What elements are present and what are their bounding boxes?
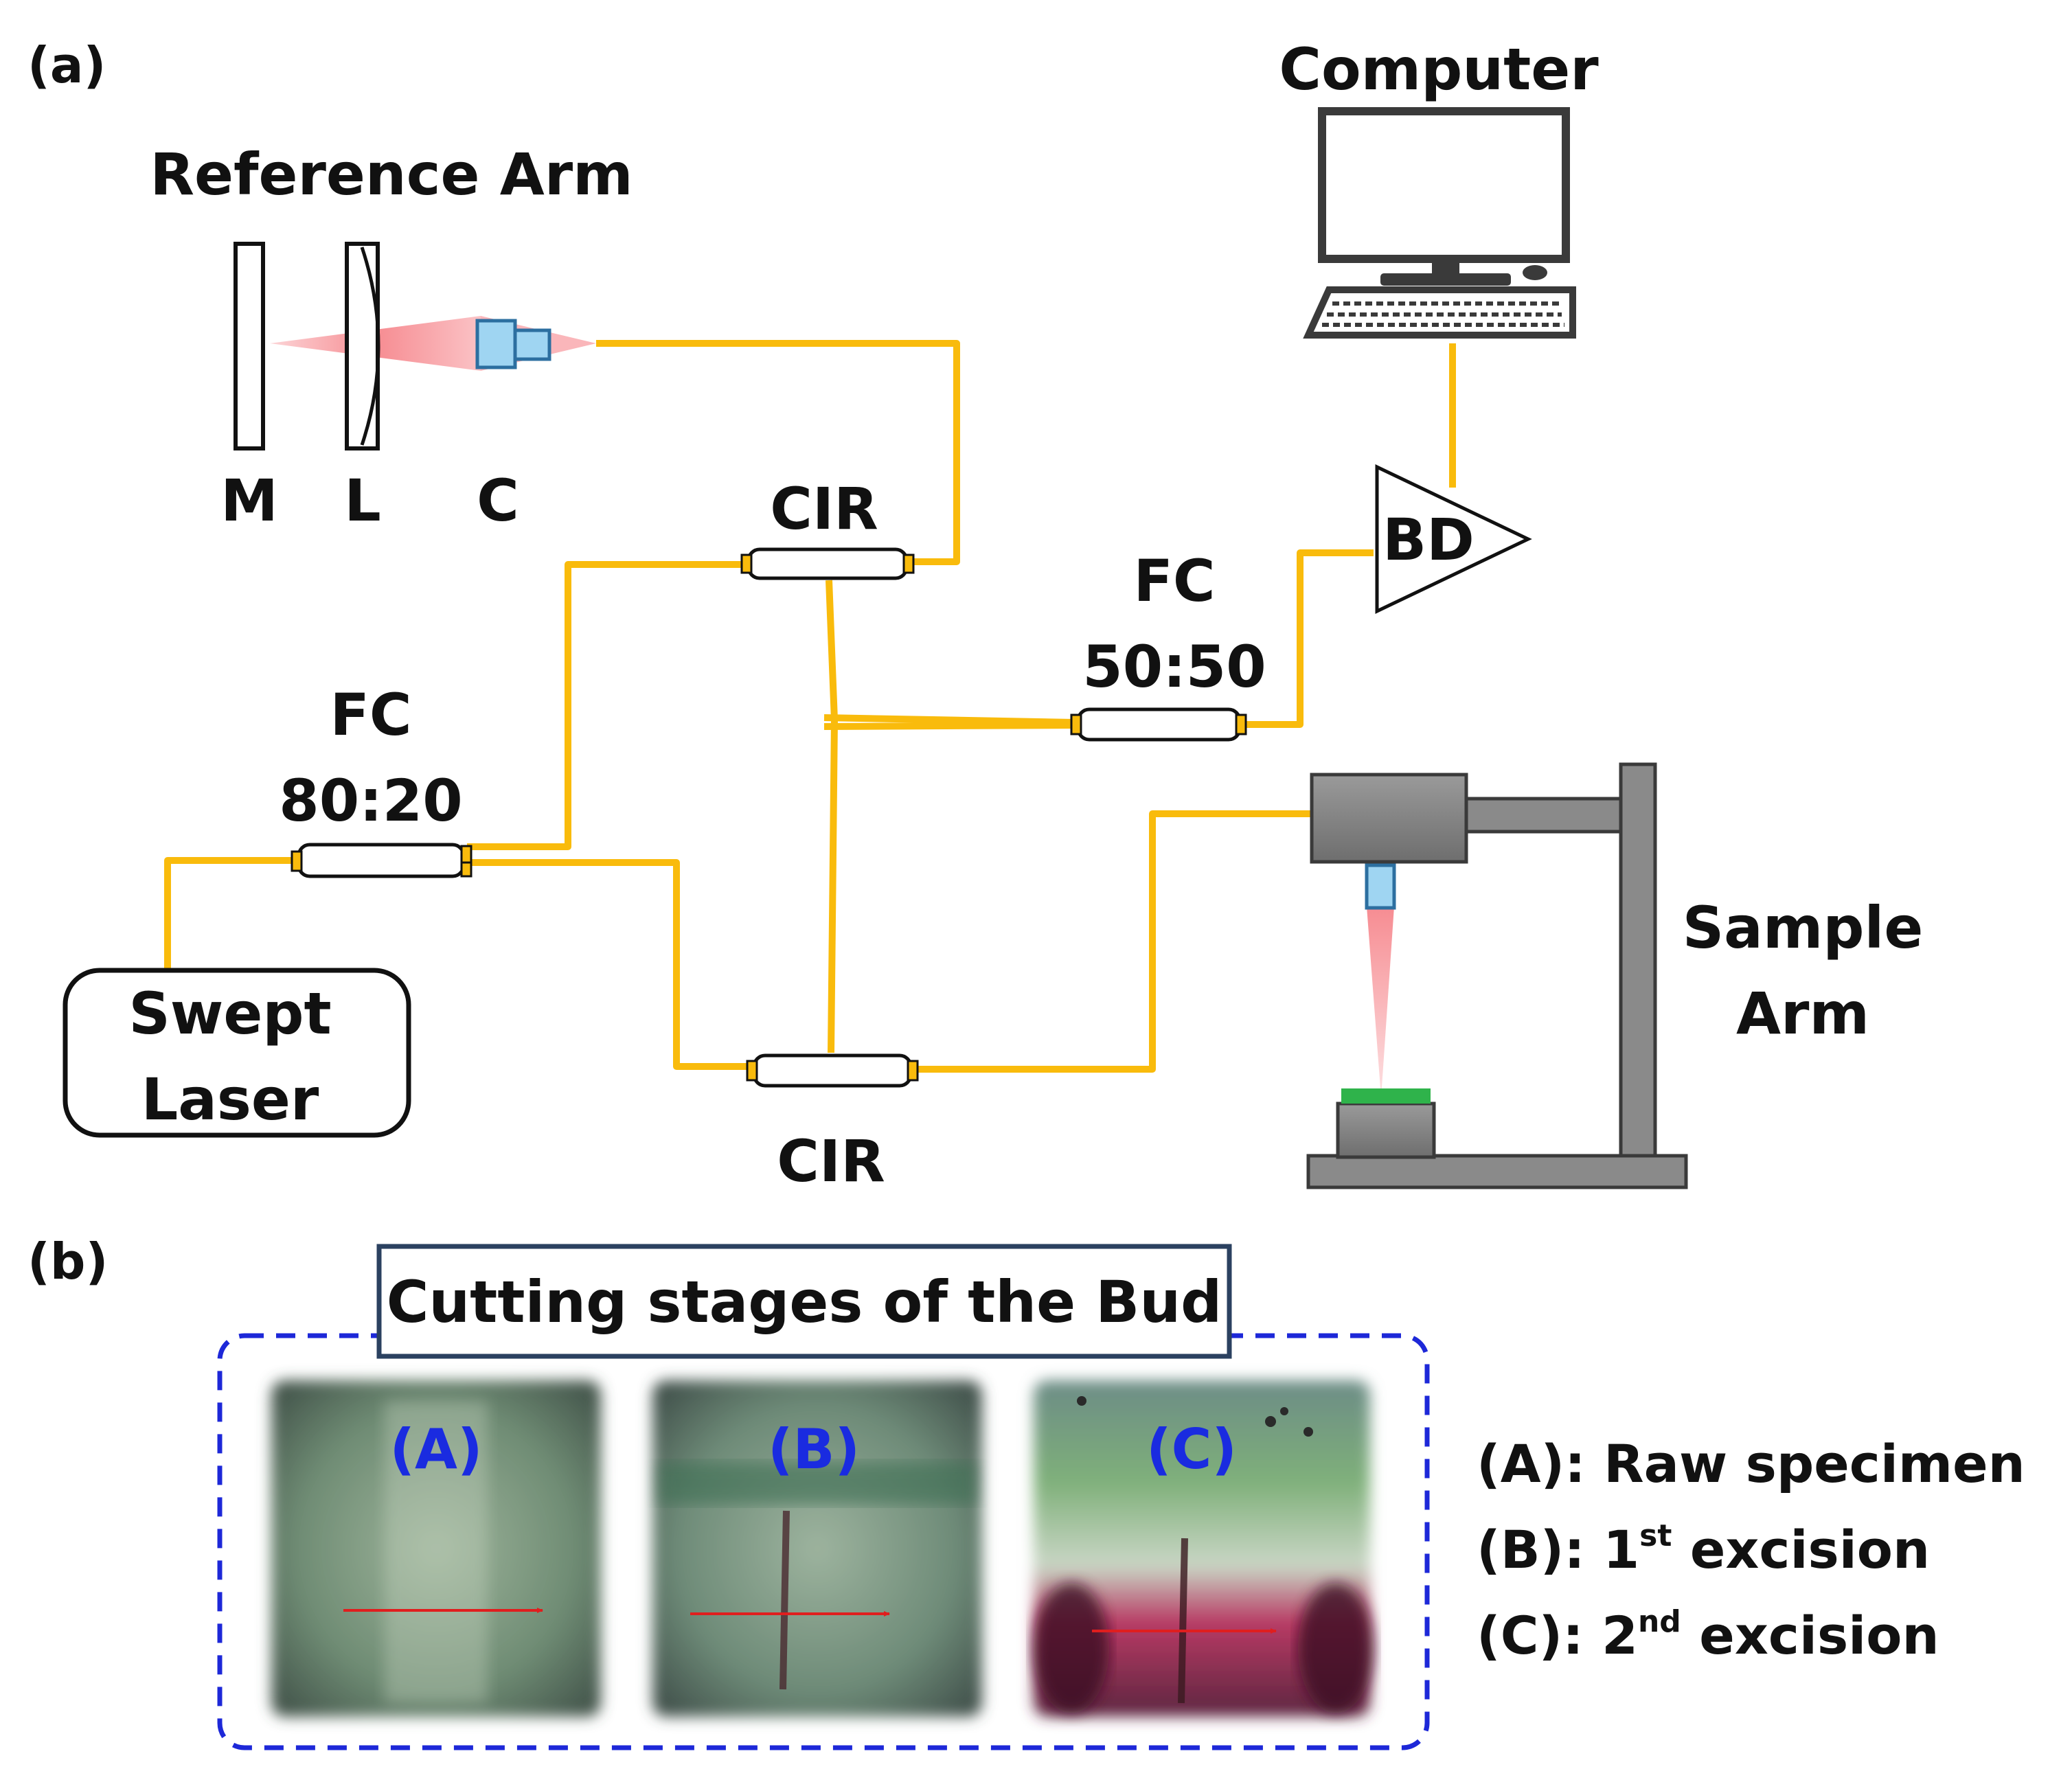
fiber-reference (596, 340, 960, 565)
fiber-to-fc5050-b (823, 722, 1075, 730)
lens-icon (345, 242, 380, 450)
fc-5050-label-2: 50:50 (1082, 633, 1266, 700)
legend: (A): Raw specimen (B): 1st excision (C):… (1477, 1433, 2025, 1666)
cir-bottom-label: CIR (777, 1128, 885, 1195)
computer-label: Computer (1279, 36, 1599, 103)
bud-photo-second-cut (1034, 1380, 1374, 1717)
photo-c-label: (C) (1146, 1417, 1237, 1481)
legend-item-c: (C): 2nd excision (1477, 1604, 1939, 1666)
fc-5050-icon (1070, 707, 1247, 742)
cir-top-label: CIR (770, 475, 878, 543)
stand-pillar (1619, 762, 1657, 1161)
reference-arm-title: Reference Arm (150, 141, 633, 208)
sample-arm-stand (1306, 762, 1688, 1189)
sample-arm-label-1: Sample (1683, 894, 1924, 961)
photo-b-label: (B) (768, 1417, 860, 1481)
sample-specimen (1341, 1088, 1431, 1104)
legend-item-b: (B): 1st excision (1477, 1518, 1930, 1580)
fiber-cir-top-input (467, 561, 745, 850)
mirror-icon (234, 242, 265, 450)
swept-laser-label-2: Laser (141, 1066, 319, 1133)
swept-laser-box (62, 968, 411, 1138)
swept-laser-label-1: Swept (128, 980, 331, 1047)
computer-icon (1303, 107, 1576, 339)
fiber-to-bd (1243, 549, 1374, 728)
fiber-laser (164, 857, 295, 970)
sample-arm-label-2: Arm (1736, 980, 1869, 1047)
cir-bottom-icon (746, 1053, 919, 1088)
sample-stage (1336, 1102, 1436, 1159)
balanced-detector-icon (1375, 464, 1532, 614)
fiber-to-fc5050 (823, 714, 1075, 726)
collimator-icon (475, 319, 551, 369)
fc-5050-label-1: FC (1133, 547, 1215, 615)
fc-8020-label-1: FC (330, 681, 411, 749)
fiber-network (164, 340, 1456, 1073)
probe-head (1310, 773, 1468, 864)
fc-8020-label-2: 80:20 (279, 767, 462, 834)
fiber-cir-link (826, 580, 838, 1053)
photo-a-label: (A) (389, 1417, 482, 1481)
panel-b-tag: (b) (27, 1233, 108, 1290)
stand-base (1306, 1154, 1688, 1189)
lens-label: L (344, 467, 381, 534)
fiber-to-cir-bottom (467, 859, 751, 1070)
bud-photo-first-cut (652, 1380, 982, 1717)
fc-8020-icon (291, 843, 473, 878)
panel-b-title-box (376, 1244, 1232, 1359)
bud-photo-raw (271, 1380, 601, 1717)
collimator-label: C (477, 467, 519, 534)
fiber-sample (913, 810, 1312, 1073)
scan-lens-icon (1365, 863, 1396, 910)
panel-b-title: Cutting stages of the Bud (387, 1268, 1222, 1336)
stand-arm (1464, 797, 1623, 834)
cir-top-icon (740, 547, 915, 580)
legend-item-a: (A): Raw specimen (1477, 1433, 2025, 1494)
panel-a-tag: (a) (27, 36, 106, 94)
sample-beam (1367, 906, 1394, 1097)
balanced-detector-label: BD (1382, 506, 1475, 573)
mirror-label: M (220, 467, 278, 534)
